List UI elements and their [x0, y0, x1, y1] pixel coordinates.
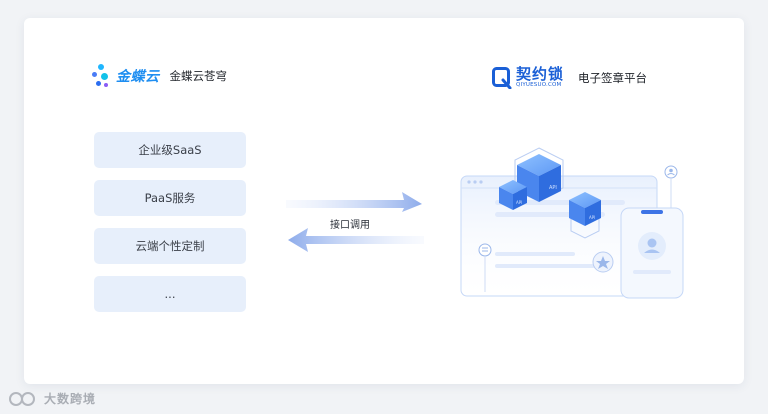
phone-icon: [620, 207, 684, 299]
watermark: 大数跨境: [8, 390, 96, 407]
user-icon: [664, 165, 678, 208]
cube-label: API: [516, 200, 522, 205]
document-icon: [478, 243, 492, 292]
capability-item: 云端个性定制: [94, 228, 246, 264]
capability-item: PaaS服务: [94, 180, 246, 216]
capability-item: ...: [94, 276, 246, 312]
qiyuesuo-description: 电子签章平台: [578, 71, 648, 85]
kingdee-brand: 金蝶云 金蝶云苍穹: [92, 62, 227, 90]
kingdee-description: 金蝶云苍穹: [169, 69, 228, 83]
qiyuesuo-logo-icon: [492, 67, 512, 90]
arrow-left-icon: [288, 228, 424, 252]
platform-illustration: API API API: [460, 147, 684, 299]
kingdee-logo-icon: [92, 62, 114, 90]
cube-label: API: [549, 185, 557, 191]
qiyuesuo-logo-text: 契约锁: [516, 65, 565, 83]
seal-icon: [592, 251, 614, 273]
capability-list: 企业级SaaS PaaS服务 云端个性定制 ...: [94, 132, 246, 324]
capability-item: 企业级SaaS: [94, 132, 246, 168]
cube-label: API: [589, 215, 595, 220]
bidirectional-arrows: [286, 192, 424, 252]
api-cube-icon: API: [499, 180, 527, 210]
watermark-logo-icon: [9, 391, 35, 406]
api-cube-icon: API: [569, 192, 601, 226]
qiyuesuo-logo-subtext: QIYUESUO.COM: [516, 82, 562, 88]
api-call-label: 接口调用: [330, 220, 370, 231]
api-cube-icon: API: [517, 154, 561, 202]
kingdee-logo-text: 金蝶云: [116, 69, 160, 85]
qiyuesuo-brand: 契约锁 QIYUESUO.COM 电子签章平台: [492, 64, 647, 92]
watermark-text: 大数跨境: [44, 392, 97, 406]
arrow-right-icon: [286, 192, 422, 212]
